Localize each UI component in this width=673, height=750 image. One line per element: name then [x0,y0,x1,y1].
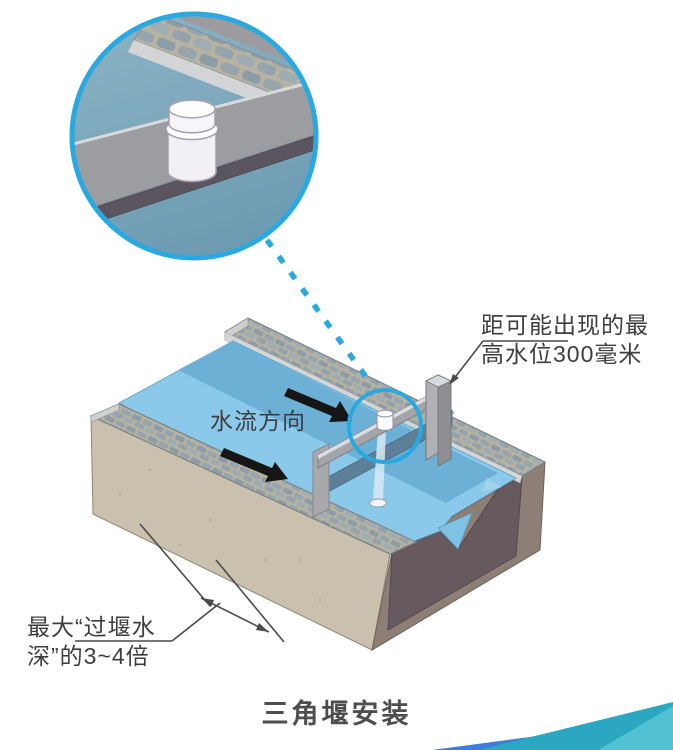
weir-depth-label: 最大“过堰水 深”的3~4倍 [27,613,156,671]
dimension-arrowhead-right [256,623,269,632]
corner-decoration [432,702,673,750]
max-water-level-label: 距可能出现的最 高水位300毫米 [481,311,649,369]
level-label-leader [452,340,568,381]
dashed-connector-line [264,238,372,383]
front-wall-end-cap [90,403,120,423]
notch-water [437,512,473,550]
detail-wall-edge-strip [128,40,294,114]
flow-direction-text: 水流方向 [210,408,306,434]
sensor-highlight-ring [347,388,423,464]
weir-depth-line2: 深”的3~4倍 [27,643,150,669]
level-leader-arrowhead [449,374,459,385]
detail-circle [69,11,319,261]
max-water-level-line2: 高水位300毫米 [481,341,643,367]
depth-label-leader [171,602,221,642]
front-wall-top [89,403,418,555]
ultrasonic-sensor [376,409,394,431]
flow-arrow-upper [284,388,352,422]
water-back-shaded-band [178,341,498,503]
flow-direction-label: 水流方向 [210,407,306,436]
measurement-beam [368,430,388,508]
magnifier-circle-border [69,11,319,261]
downstream-water [482,478,502,492]
diagram-caption: 三角堰安装 [0,692,673,731]
caption-text: 三角堰安装 [261,699,412,729]
beam-footprint [368,498,388,508]
bracket-back-post [425,374,452,467]
max-water-level-line1: 距可能出现的最 [481,312,649,338]
corner-triangle-teal-light [598,706,673,750]
detail-sensor-cylinder [165,99,219,183]
dimension-arrowhead-left [201,598,214,607]
extension-line-left [139,523,211,607]
extension-line-right [215,559,285,643]
flow-arrow-lower [220,448,288,482]
weir-depth-line1: 最大“过堰水 [27,614,156,640]
water-surface [118,340,517,550]
main-illustration [75,317,568,652]
